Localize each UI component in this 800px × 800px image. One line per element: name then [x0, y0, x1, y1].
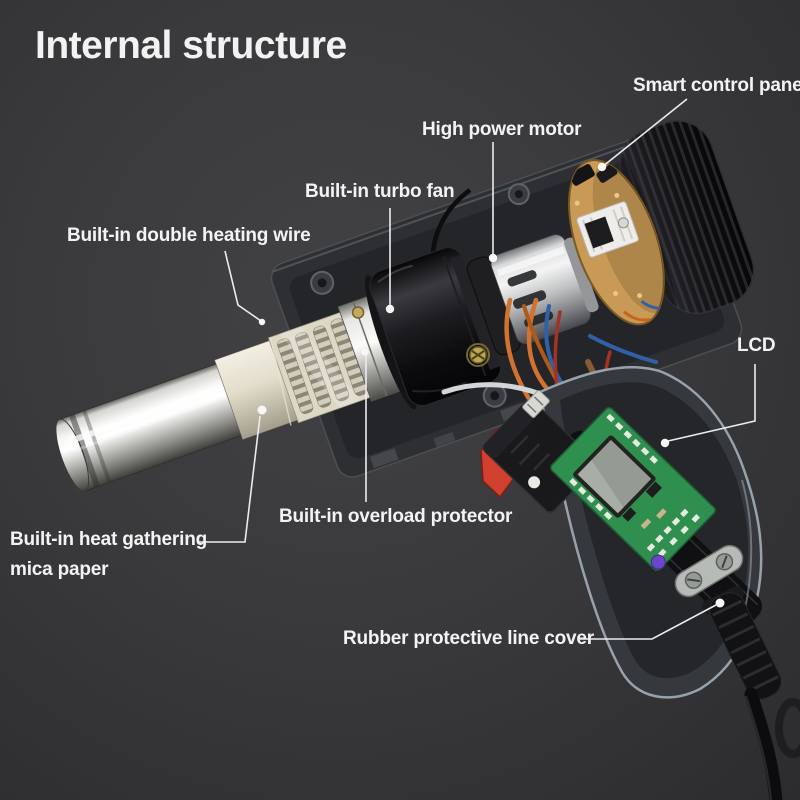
leader-mica-paper — [198, 415, 261, 543]
power-cable — [744, 687, 783, 800]
leader-rubber-cover — [578, 604, 717, 640]
label-rubber-cover: Rubber protective line cover — [343, 628, 594, 649]
leader-lines — [198, 98, 756, 640]
label-mica-paper-line1: Built-in heat gathering — [10, 529, 208, 550]
switch-connector — [522, 390, 550, 418]
label-mica-paper-line2: mica paper — [10, 559, 109, 580]
heating-coils — [267, 312, 371, 426]
label-mica-paper: Built-in heat gathering mica paper — [10, 529, 207, 589]
lcd-control-board — [550, 406, 716, 572]
leader-dots — [257, 162, 725, 608]
leader-lcd — [667, 364, 756, 442]
handle — [480, 366, 800, 800]
label-turbo-fan: Built-in turbo fan — [305, 181, 455, 202]
label-smart-control-panel: Smart control panel — [633, 75, 800, 96]
lcd-screen — [573, 435, 656, 518]
leader-smart-control-panel — [601, 98, 688, 168]
nozzle — [55, 363, 242, 493]
barrel-assembly — [55, 112, 760, 493]
cable-clamp — [674, 544, 744, 598]
label-double-heating-wire: Built-in double heating wire — [67, 225, 311, 246]
smart-control-panel-board — [568, 159, 671, 326]
label-high-power-motor: High power motor — [422, 119, 582, 140]
turbo-fan-housing — [365, 247, 502, 410]
clamp-ring — [337, 295, 405, 402]
housing-screw — [466, 343, 490, 367]
leader-double-heating-wire — [224, 250, 262, 322]
label-overload-protector: Built-in overload protector — [279, 506, 513, 527]
page-title: Internal structure — [35, 24, 347, 67]
screw-bosses — [310, 183, 530, 408]
label-lcd: LCD — [737, 335, 776, 356]
